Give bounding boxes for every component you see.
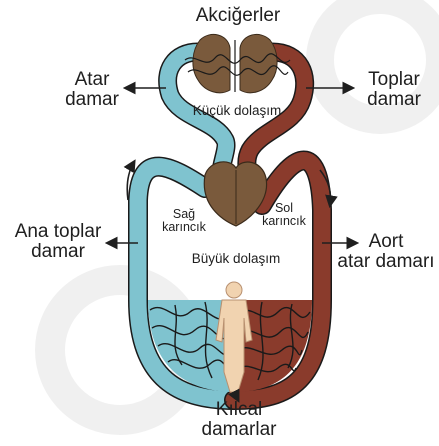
pulmonary-artery-label-line2: damar xyxy=(60,90,124,110)
vena-cava-label: Ana toplar damar xyxy=(6,222,110,262)
aorta-label-line1: Aort xyxy=(334,232,438,252)
aorta-label-line2: atar damarı xyxy=(334,252,438,272)
systemic-circulation-label: Büyük dolaşım xyxy=(182,252,290,266)
pulmonary-artery-label: Atar damar xyxy=(60,70,124,110)
vena-cava-label-line1: Ana toplar xyxy=(6,222,110,242)
capillaries-label-line1: Kılcal xyxy=(194,400,284,420)
capillaries-label-line2: damarlar xyxy=(194,420,284,440)
vena-cava-label-line2: damar xyxy=(6,242,110,262)
aorta-label: Aort atar damarı xyxy=(334,232,438,272)
left-ventricle-label: Sol karıncık xyxy=(256,202,312,228)
pulmonary-vein-label-line1: Toplar xyxy=(354,70,434,90)
pulmonary-artery-label-line1: Atar xyxy=(60,70,124,90)
pulmonary-vein-label: Toplar damar xyxy=(354,70,434,110)
right-ventricle-label: Sağ karıncık xyxy=(156,208,212,234)
left-ventricle-label-line2: karıncık xyxy=(256,215,312,228)
lungs-label: Akciğerler xyxy=(188,6,288,26)
right-ventricle-label-line2: karıncık xyxy=(156,221,212,234)
pulmonary-vein-label-line2: damar xyxy=(354,90,434,110)
capillaries-label: Kılcal damarlar xyxy=(194,400,284,440)
pulmonary-circulation-label: Küçük dolaşım xyxy=(183,104,291,118)
